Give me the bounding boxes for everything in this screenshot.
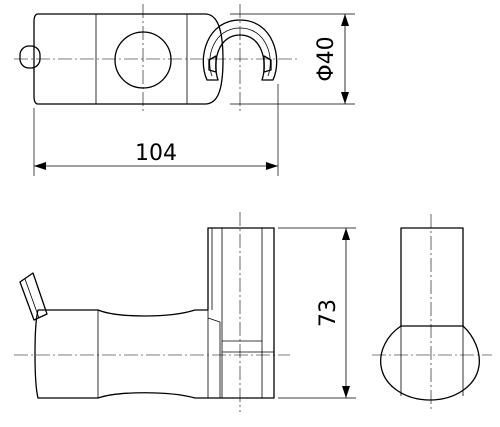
top-view-clip-tab-left bbox=[208, 55, 217, 73]
top-view-body bbox=[33, 13, 224, 105]
width-label: 104 bbox=[135, 141, 177, 166]
width-dimension: 104 bbox=[33, 84, 279, 176]
diameter-dimension: Φ40 bbox=[230, 13, 355, 105]
height-dimension: 73 bbox=[278, 227, 356, 399]
front-view bbox=[14, 212, 290, 412]
top-view-hose-clip-outer bbox=[202, 19, 278, 81]
side-view-holder bbox=[400, 227, 464, 327]
height-label: 73 bbox=[316, 299, 341, 327]
side-view-mount bbox=[380, 325, 480, 401]
front-view-body bbox=[34, 227, 275, 399]
diameter-label: Φ40 bbox=[314, 36, 339, 81]
top-view-knob bbox=[19, 45, 41, 69]
side-view bbox=[372, 214, 492, 412]
front-view-peg bbox=[19, 272, 48, 321]
top-view bbox=[14, 4, 300, 114]
top-view-clip-tab-right bbox=[263, 55, 272, 73]
